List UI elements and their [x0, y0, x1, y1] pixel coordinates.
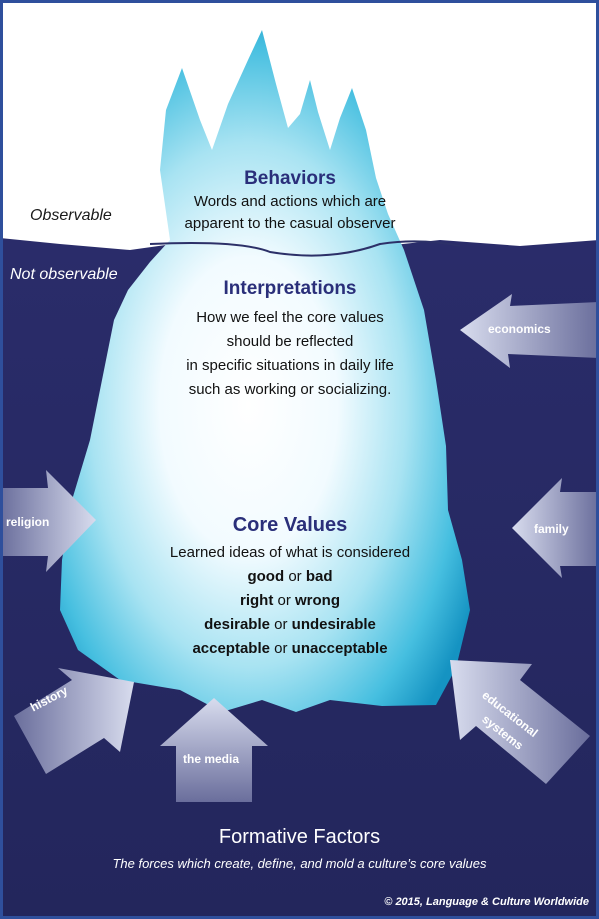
observable-label: Observable [30, 207, 112, 224]
interpretations-line-3: in specific situations in daily life [186, 357, 394, 374]
arrow-history [14, 668, 134, 774]
factor-media: the media [183, 752, 240, 766]
arrow-educational [450, 660, 590, 784]
arrow-family [512, 478, 599, 578]
copyright-credit: © 2015, Language & Culture Worldwide [384, 896, 589, 908]
factor-economics: economics [488, 322, 551, 336]
arrow-economics [460, 294, 599, 368]
arrow-media [160, 698, 268, 802]
behaviors-line-1: Words and actions which are [193, 193, 387, 210]
factor-religion: religion [6, 515, 50, 529]
core-values-intro: Learned ideas of what is considered [169, 544, 411, 561]
factor-family: family [534, 522, 569, 536]
not-observable-label: Not observable [10, 266, 118, 283]
core-values-pair-3: desirable or undesirable [204, 616, 376, 633]
iceberg-shape [60, 30, 470, 712]
core-values-title: Core Values [232, 514, 348, 536]
formative-factors-subtitle: The forces which create, define, and mol… [112, 856, 487, 871]
core-values-block: Core Values Learned ideas of what is con… [150, 514, 430, 661]
core-values-pair-2: right or wrong [239, 592, 340, 609]
interpretations-title: Interpretations [223, 278, 357, 299]
behaviors-line-2: apparent to the casual observer [184, 215, 396, 232]
interpretations-line-1: How we feel the core values [196, 309, 384, 326]
waterline [149, 240, 461, 257]
formative-factors-title: Formative Factors [218, 826, 381, 848]
core-values-pair-4: acceptable or unacceptable [192, 640, 388, 657]
interpretations-line-2: should be reflected [226, 333, 354, 350]
core-values-pair-1: good or bad [247, 568, 333, 585]
arrow-religion [0, 470, 96, 572]
interpretations-line-4: such as working or socializing. [188, 381, 392, 398]
behaviors-block: Behaviors Words and actions which are ap… [170, 168, 410, 235]
interpretations-block: Interpretations How we feel the core val… [160, 278, 420, 402]
behaviors-title: Behaviors [244, 168, 336, 189]
